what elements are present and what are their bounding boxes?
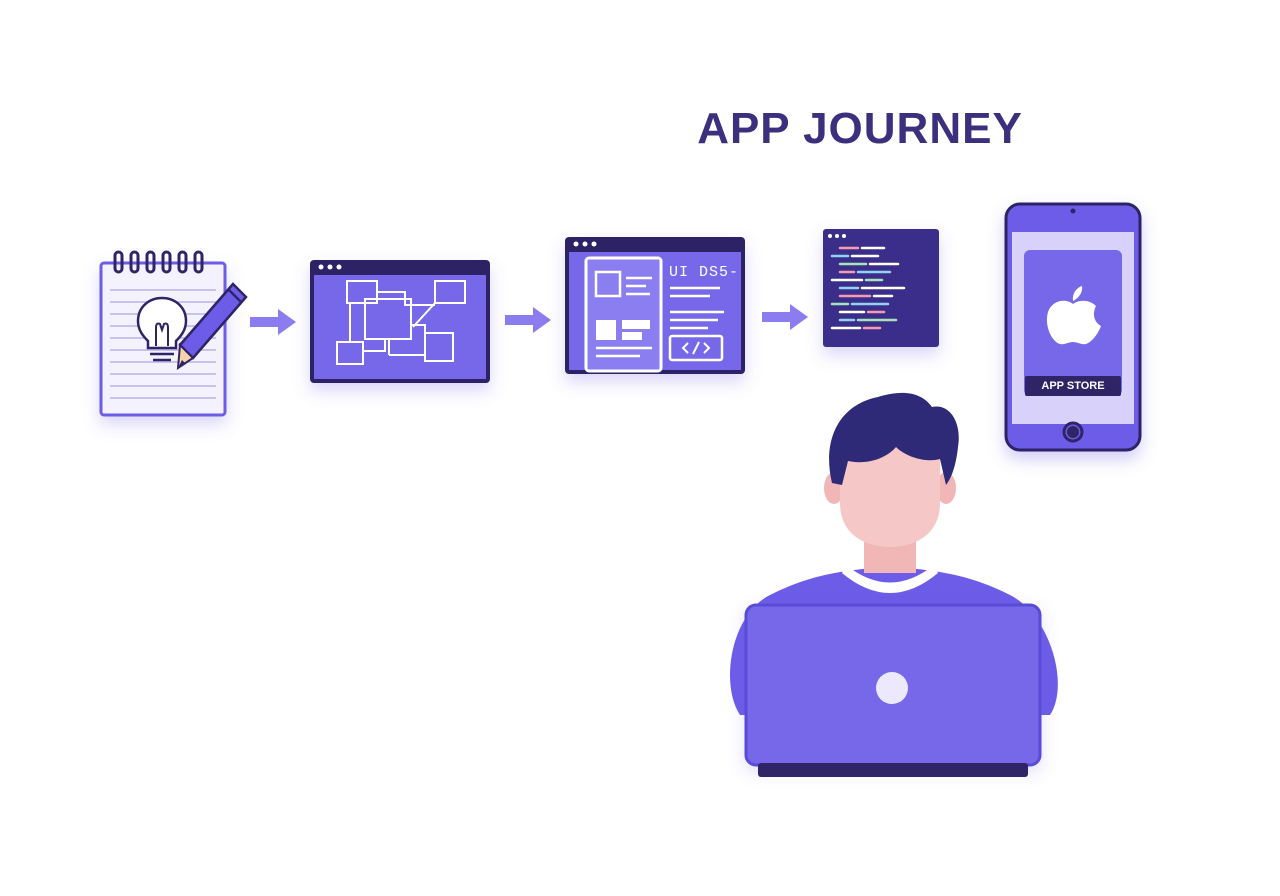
lightbulb-icon bbox=[136, 296, 188, 362]
wireframe-window bbox=[305, 255, 495, 390]
code-window bbox=[818, 224, 948, 354]
ui-design-label: UI DS5- bbox=[669, 264, 740, 281]
laptop-logo-icon bbox=[876, 672, 908, 704]
pencil-icon bbox=[176, 282, 248, 370]
arrow-right-icon bbox=[762, 303, 810, 331]
idea-notepad bbox=[96, 250, 256, 430]
ui-design-window bbox=[560, 232, 752, 382]
developer-illustration bbox=[700, 385, 1100, 785]
page-title: APP JOURNEY bbox=[697, 104, 1023, 153]
arrow-right-icon bbox=[250, 308, 298, 336]
app-store-label: APP STORE bbox=[1025, 376, 1121, 396]
apple-icon bbox=[1046, 286, 1101, 345]
arrow-right-icon bbox=[505, 306, 553, 334]
hair bbox=[829, 392, 959, 485]
ui-layout-icon bbox=[584, 256, 724, 373]
wireframe-icon bbox=[336, 280, 466, 365]
code-icon bbox=[830, 246, 906, 330]
